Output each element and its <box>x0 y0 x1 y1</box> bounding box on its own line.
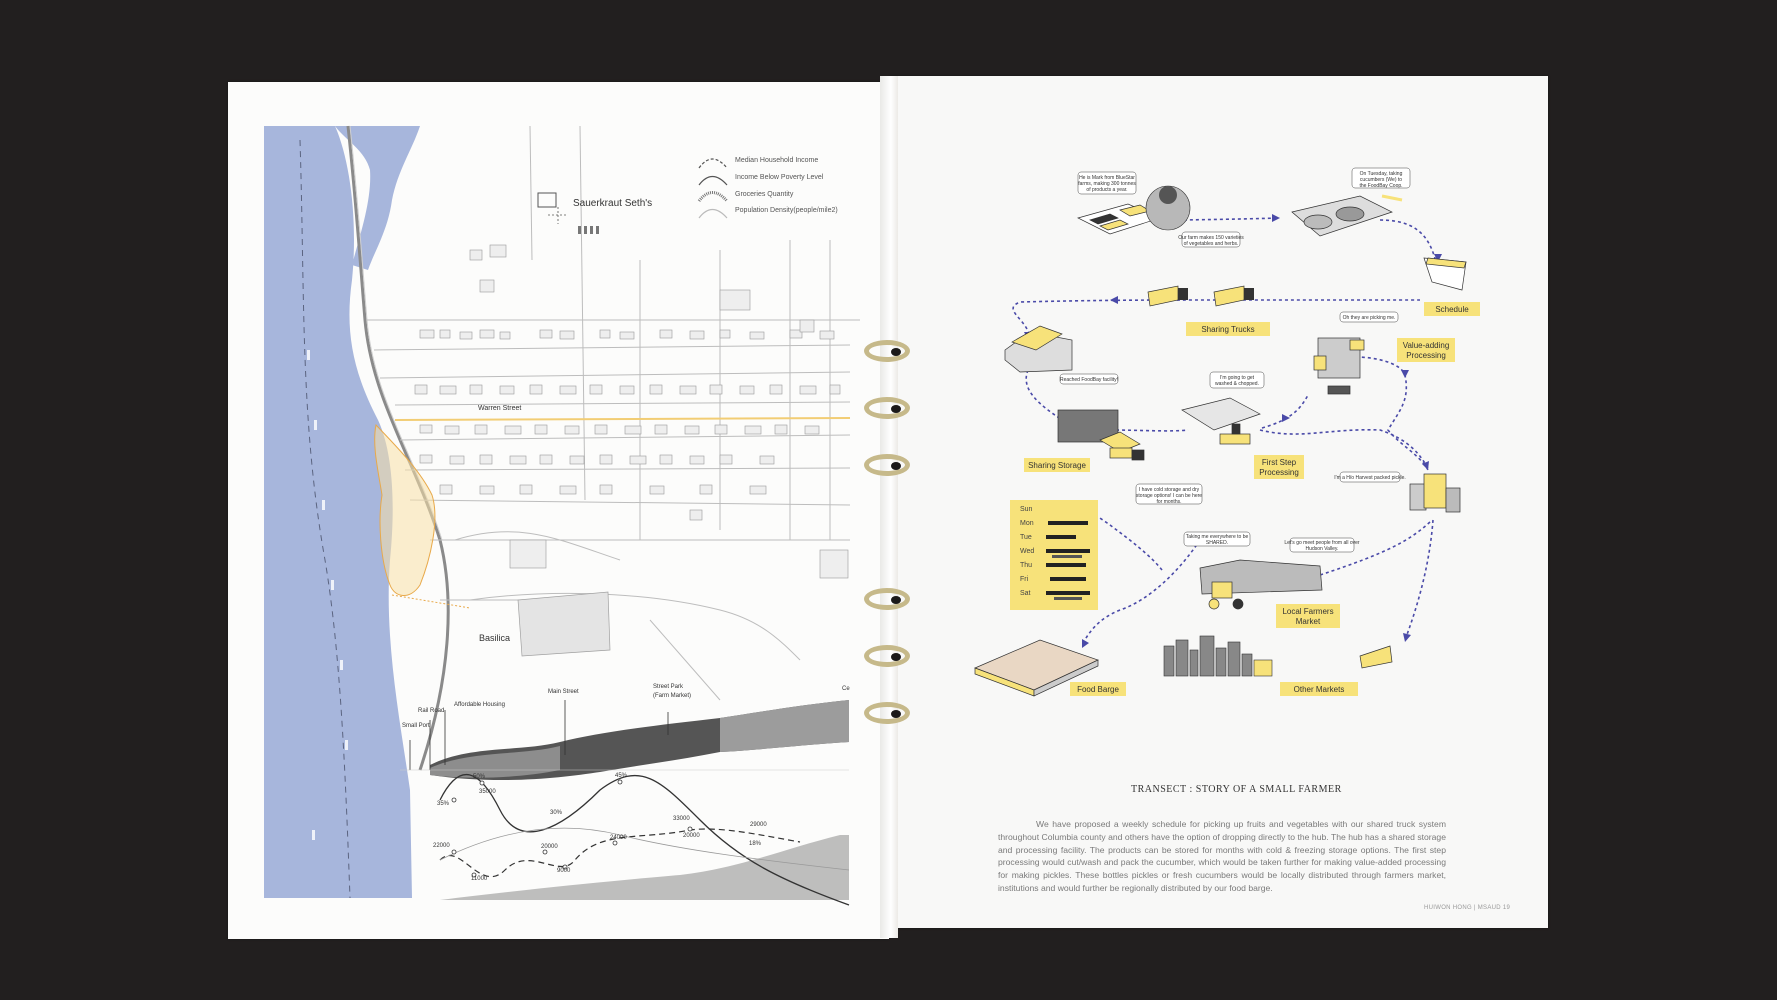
bubble-tuesday-2: cucumbers (We) to <box>1360 177 1402 183</box>
binder-ring <box>864 588 910 610</box>
day-thu: Thu <box>1020 562 1032 569</box>
page-title: TRANSECT : STORY OF A SMALL FARMER <box>1131 784 1342 795</box>
day-fri: Fri <box>1020 576 1029 583</box>
barn-illustration <box>1004 325 1073 373</box>
day-sat: Sat <box>1020 590 1031 597</box>
storage-illustration <box>1057 409 1145 461</box>
bubble-farm-2: of vegetables and herbs. <box>1184 241 1239 247</box>
bubble-pickle: I'm a H/o Harvest packed pickle. <box>1334 475 1406 481</box>
schedule-bars <box>1046 521 1090 600</box>
day-tue: Tue <box>1020 534 1032 541</box>
day-mon: Mon <box>1020 520 1034 527</box>
node-local-market-2: Market <box>1296 617 1321 626</box>
density-curve <box>439 827 850 871</box>
binder-ring <box>864 454 910 476</box>
node-food-barge: Food Barge <box>1077 685 1119 694</box>
bubble-reached: Reached FoodBay facility! <box>1060 377 1118 383</box>
node-label-boxes <box>1024 302 1480 696</box>
node-sharing-trucks: Sharing Trucks <box>1201 325 1254 334</box>
legend-icons <box>697 158 729 219</box>
city-illustration <box>1163 635 1273 677</box>
binder-ring <box>864 397 910 419</box>
bubble-shared-1: Taking me everywhere to be <box>1186 534 1249 540</box>
poverty-curve <box>439 773 850 906</box>
speech-bubbles <box>1059 167 1411 553</box>
node-value-adding-2: Processing <box>1406 351 1446 360</box>
node-schedule: Schedule <box>1435 305 1469 314</box>
body-paragraph: We have proposed a weekly schedule for p… <box>998 819 1446 893</box>
bubble-tuesday-3: the FoodBay Coop. <box>1359 183 1402 189</box>
node-other-markets: Other Markets <box>1294 685 1345 694</box>
page-footer: HUIWON HONG | MSAUD 19 <box>1424 905 1511 911</box>
binder-ring <box>864 340 910 362</box>
groceries-hatch <box>440 835 849 900</box>
bubble-shared-2: SHARED. <box>1206 540 1228 546</box>
bubble-tuesday-1: On Tuesday, taking <box>1360 171 1403 177</box>
river-creek <box>335 126 420 270</box>
first-step-illustration <box>1181 397 1261 445</box>
bubble-mark-2: farms, making 300 tonnes <box>1078 181 1136 187</box>
market-illustration <box>1199 559 1323 610</box>
calendar-icon-illustration <box>1423 257 1467 291</box>
bubble-farm-1: Our farm makes 150 varieties <box>1178 235 1244 241</box>
bubble-storage-3: for months. <box>1156 499 1181 505</box>
waterfront-highlight <box>374 423 436 596</box>
bubble-storage-2: storage options! I can be here <box>1136 493 1202 499</box>
day-sun: Sun <box>1020 506 1033 513</box>
bubble-mark-3: of products a year. <box>1086 187 1127 193</box>
bubble-storage-1: I have cold storage and dry <box>1139 487 1200 493</box>
bubble-washed-1: I'm going to get <box>1220 375 1255 381</box>
river <box>264 126 412 898</box>
trucks-illustration <box>1147 285 1393 669</box>
node-first-step-1: First Step <box>1262 458 1297 467</box>
node-sharing-storage: Sharing Storage <box>1028 461 1086 470</box>
cucumber-crate <box>1291 194 1403 237</box>
bubble-meet-1: Let's go meet people from all over <box>1284 540 1359 546</box>
node-first-step-2: Processing <box>1259 468 1299 477</box>
bubble-mark-1: He is Mark from BlueStar <box>1079 175 1135 181</box>
node-local-market-1: Local Farmers <box>1282 607 1333 616</box>
bubble-meet-2: Hudson Valley. <box>1306 546 1339 552</box>
industrial-block <box>517 591 611 657</box>
binder-ring <box>864 645 910 667</box>
bubble-washed-2: washed & chopped. <box>1215 381 1259 387</box>
binder-ring <box>864 702 910 724</box>
barge-illustration <box>974 639 1099 697</box>
pickle-jars-illustration <box>1409 473 1461 513</box>
warren-street-line <box>394 417 851 421</box>
processing-illustration <box>1313 337 1365 395</box>
day-wed: Wed <box>1020 548 1034 555</box>
node-value-adding-1: Value-adding <box>1403 341 1450 350</box>
bubble-picking: Oh they are picking me. <box>1343 315 1396 321</box>
